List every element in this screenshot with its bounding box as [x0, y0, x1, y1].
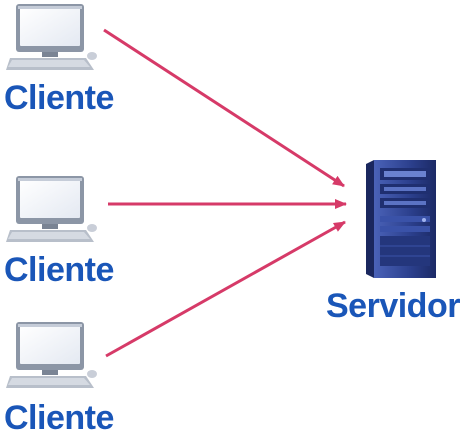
client-label: Cliente — [4, 251, 114, 289]
desktop-computer-icon — [6, 322, 97, 388]
connection-arrows — [103, 28, 347, 358]
desktop-computer-icon — [6, 176, 97, 242]
desktop-computer-icon — [6, 4, 97, 70]
arrow-client-3-to-server — [105, 220, 346, 358]
client-label: Cliente — [4, 399, 114, 437]
client-label: Cliente — [4, 79, 114, 117]
server-label: Servidor — [326, 287, 460, 325]
arrow-client-1-to-server — [103, 28, 345, 188]
server-tower-icon — [366, 160, 436, 278]
